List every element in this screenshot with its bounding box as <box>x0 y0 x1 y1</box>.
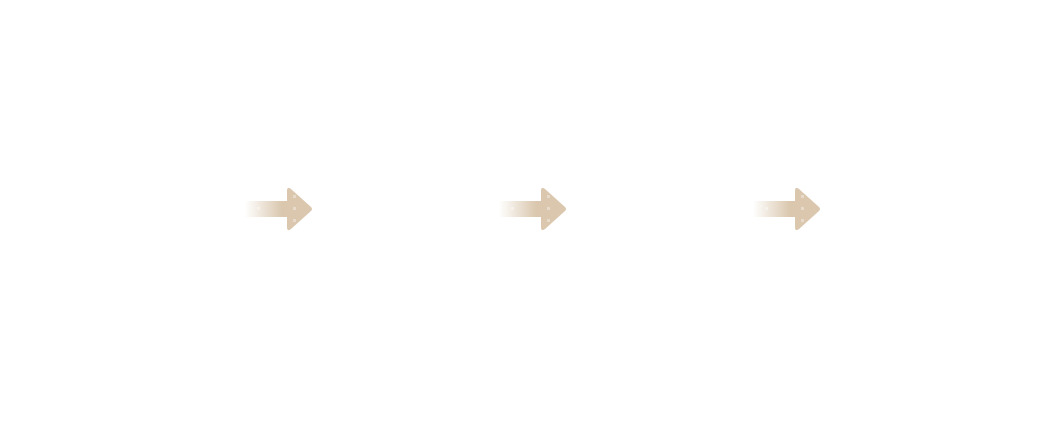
arrow-shape <box>499 187 566 231</box>
arrow-right-icon <box>499 187 566 231</box>
arrow-shape <box>753 187 820 231</box>
arrow-right-icon <box>753 187 820 231</box>
arrow-right-icon <box>245 187 312 231</box>
arrow-shape <box>245 187 312 231</box>
